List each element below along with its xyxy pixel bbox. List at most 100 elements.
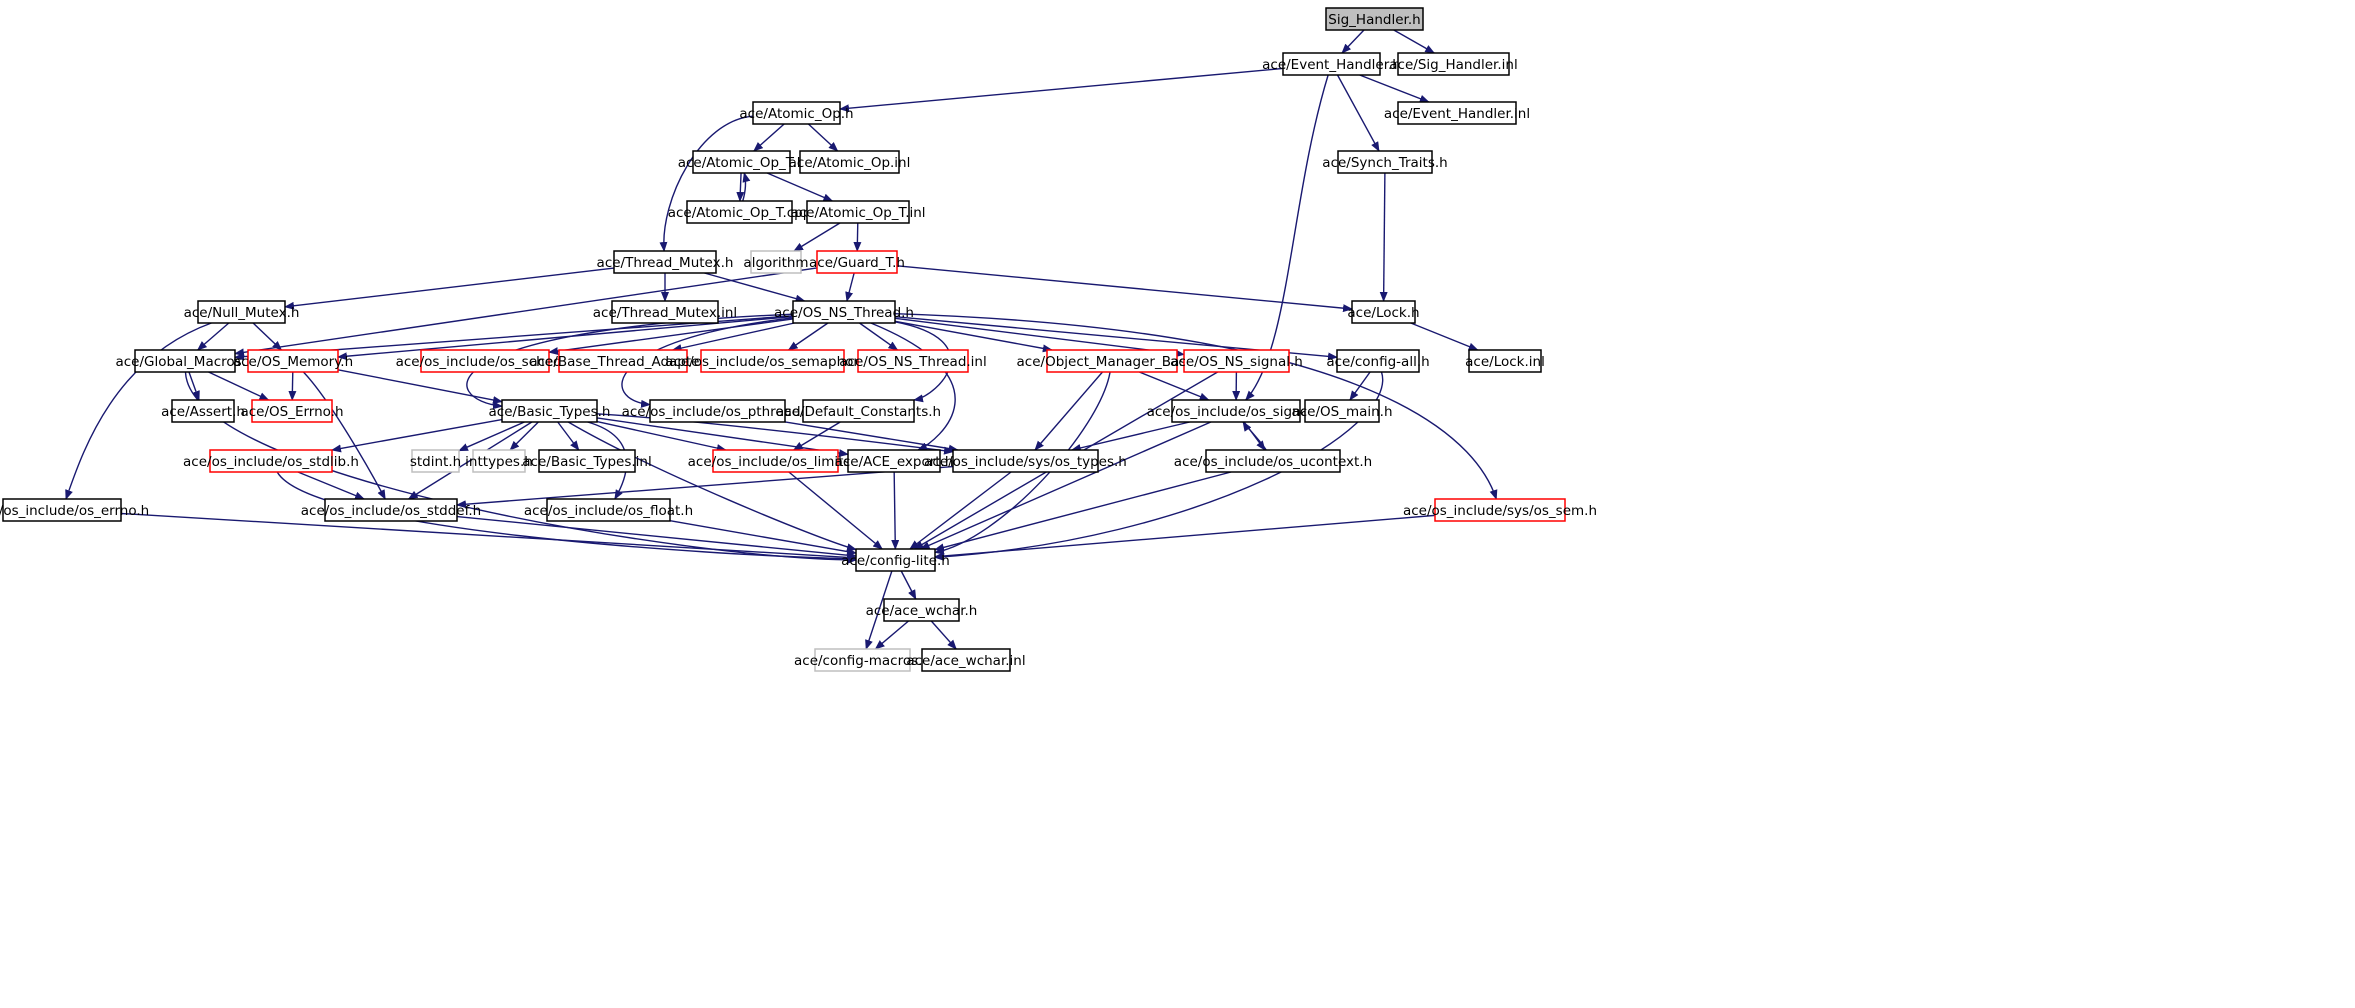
node-atomic-op-inl[interactable]: ace/Atomic_Op.inl (789, 150, 911, 174)
node-label: ace/os_include/os_stddef.h (301, 503, 481, 519)
node-label: ace/Guard_T.h (809, 255, 905, 271)
node-box (613, 250, 717, 274)
node-guard-t-h[interactable]: ace/Guard_T.h (809, 250, 905, 274)
node-atomic-op-t-h[interactable]: ace/Atomic_Op_T.h (678, 150, 806, 174)
node-label: ace/OS_Errno.h (240, 404, 343, 420)
node-thread-mutex-inl[interactable]: ace/Thread_Mutex.inl (593, 300, 737, 324)
node-os-sched-h[interactable]: ace/os_include/os_sched.h (396, 349, 575, 373)
node-label: algorithm (743, 255, 808, 271)
node-event-handler-h[interactable]: ace/Event_Handler.h (1262, 52, 1401, 76)
edge-os_memory_h-to-basic_types_h (337, 369, 503, 404)
node-os-stdlib-h[interactable]: ace/os_include/os_stdlib.h (183, 449, 359, 473)
node-lock-inl[interactable]: ace/Lock.inl (1465, 349, 1545, 373)
node-atomic-op-t-inl[interactable]: ace/Atomic_Op_T.inl (790, 200, 926, 224)
node-object-manager-base-h[interactable]: ace/Object_Manager_Base.h (1017, 349, 1208, 373)
node-label: ace/config-all.h (1326, 354, 1429, 370)
node-box (1325, 7, 1424, 31)
edge-thread_mutex_h-to-null_mutex_h (284, 267, 615, 310)
node-algorithm[interactable]: algorithm (743, 250, 809, 274)
node-box (1282, 52, 1381, 76)
node-os-semaphore-h[interactable]: ace/os_include/os_semaphore.h (665, 349, 880, 373)
edge-event_handler_h-to-os_signal_h (1245, 74, 1329, 401)
node-sys-os-sem-h[interactable]: ace/os_include/sys/os_sem.h (1403, 498, 1597, 522)
node-synch-traits-h[interactable]: ace/Synch_Traits.h (1322, 150, 1448, 174)
edge-os_ns_thread_h-to-os_ns_thread_inl (859, 322, 899, 351)
node-config-lite-h[interactable]: ace/config-lite.h (841, 548, 950, 572)
node-box (857, 349, 969, 373)
node-label: ace/os_include/os_signal.h (1147, 404, 1326, 420)
edge-sys_os_types_h-to-os_stddef_h (456, 465, 954, 509)
node-label: ace/Global_Macros.h (115, 354, 254, 370)
node-os-errno-os-h[interactable]: ace/os_include/os_errno.h (0, 498, 149, 522)
node-box (420, 349, 550, 373)
node-box (134, 349, 236, 373)
node-os-errno-h[interactable]: ace/OS_Errno.h (240, 399, 344, 423)
edge-sig_handler_h-to-sig_handler_inl (1393, 29, 1436, 54)
node-label: ace/os_include/sys/os_types.h (924, 454, 1127, 470)
node-box (700, 349, 845, 373)
node-sig-handler-inl[interactable]: ace/Sig_Handler.inl (1389, 52, 1518, 76)
node-ace-wchar-inl[interactable]: ace/ace_wchar.inl (906, 648, 1026, 672)
node-box (558, 349, 688, 373)
node-os-ns-thread-h[interactable]: ace/OS_NS_Thread.h (774, 300, 914, 324)
node-stdint-h[interactable]: stdint.h (410, 449, 461, 473)
edge-os_limits_h-to-config_lite_h (788, 471, 883, 550)
node-os-signal-h[interactable]: ace/os_include/os_signal.h (1147, 399, 1326, 423)
node-null-mutex-h[interactable]: ace/Null_Mutex.h (184, 300, 300, 324)
node-os-main-h[interactable]: ace/OS_main.h (1291, 399, 1393, 423)
edge-basic_types_h-to-os_limits_h (596, 420, 727, 452)
node-event-handler-inl[interactable]: ace/Event_Handler.inl (1384, 101, 1530, 125)
node-assert-h[interactable]: ace/Assert.h (161, 399, 245, 423)
node-basic-types-inl[interactable]: ace/Basic_Types.inl (522, 449, 652, 473)
node-inttypes-h[interactable]: inttypes.h (465, 449, 533, 473)
node-box (649, 399, 786, 423)
edge-event_handler_h-to-synch_traits_h (1336, 74, 1380, 152)
node-label: ace/Synch_Traits.h (1322, 155, 1447, 171)
node-label: ace/os_include/os_sched.h (396, 354, 575, 370)
node-box (806, 200, 910, 224)
node-os-pthread-h[interactable]: ace/os_include/os_pthread.h (622, 399, 814, 423)
node-ace-wchar-h[interactable]: ace/ace_wchar.h (866, 598, 978, 622)
node-label: ace/os_include/os_ucontext.h (1174, 454, 1372, 470)
node-atomic-op-t-cpp[interactable]: ace/Atomic_Op_T.cpp (668, 200, 812, 224)
node-basic-types-h[interactable]: ace/Basic_Types.h (489, 399, 611, 423)
edge-os_stdlib_h-to-config_lite_h (276, 471, 857, 563)
node-label: ace/Event_Handler.h (1262, 57, 1401, 73)
node-config-all-h[interactable]: ace/config-all.h (1326, 349, 1430, 373)
node-atomic-op-h[interactable]: ace/Atomic_Op.h (739, 101, 854, 125)
node-os-ns-signal-h[interactable]: ace/OS_NS_signal.h (1170, 349, 1303, 373)
edge-basic_types_h-to-ace_export_h (596, 417, 849, 457)
node-box (799, 150, 900, 174)
node-box (546, 498, 671, 522)
node-sys-os-types-h[interactable]: ace/os_include/sys/os_types.h (924, 449, 1127, 473)
edge-sys_os_types_h-to-config_lite_h (909, 471, 1012, 550)
node-box (855, 548, 936, 572)
node-lock-h[interactable]: ace/Lock.h (1347, 300, 1420, 324)
node-base-thread-adapter-h[interactable]: ace/Base_Thread_Adapter.h (529, 349, 717, 373)
node-label: ace/Event_Handler.inl (1384, 106, 1530, 122)
node-box (209, 449, 333, 473)
edge-basic_types_h-to-inttypes_h (509, 421, 539, 451)
node-config-macros-h[interactable]: ace/config-macros.h (794, 648, 931, 672)
node-os-ns-thread-inl[interactable]: ace/OS_NS_Thread.inl (839, 349, 987, 373)
node-sig-handler-h[interactable]: Sig_Handler.h (1325, 7, 1424, 31)
node-ace-export-h[interactable]: ace/ACE_export.h (835, 449, 954, 473)
node-box (324, 498, 458, 522)
node-global-macros-h[interactable]: ace/Global_Macros.h (115, 349, 255, 373)
edge-default_constants_h-to-os_limits_h (792, 421, 841, 451)
node-os-float-h[interactable]: ace/os_include/os_float.h (524, 498, 693, 522)
edge-os_float_h-to-config_lite_h (669, 520, 857, 556)
node-os-ucontext-h[interactable]: ace/os_include/os_ucontext.h (1174, 449, 1372, 473)
node-os-stddef-h[interactable]: ace/os_include/os_stddef.h (301, 498, 481, 522)
node-os-memory-h[interactable]: ace/OS_Memory.h (233, 349, 353, 373)
node-box (1468, 349, 1542, 373)
edge-atomic_op_t_inl-to-algorithm (793, 222, 841, 252)
node-box (411, 449, 460, 473)
node-label: ace/os_include/os_float.h (524, 503, 693, 519)
node-label: ace/Lock.h (1347, 305, 1419, 321)
node-default-constants-h[interactable]: ace/Default_Constants.h (776, 399, 941, 423)
node-os-limits-h[interactable]: ace/os_include/os_limits.h (688, 449, 864, 473)
node-label: ace/os_include/os_semaphore.h (665, 354, 880, 370)
node-thread-mutex-h[interactable]: ace/Thread_Mutex.h (597, 250, 734, 274)
